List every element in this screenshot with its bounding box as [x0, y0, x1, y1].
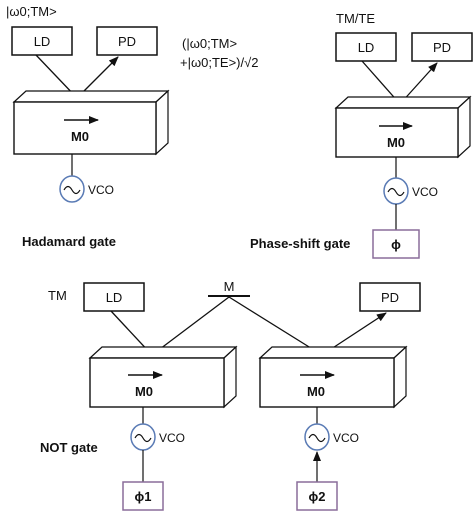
not-crystal1-top	[88, 346, 238, 359]
hadamard-output-state-line2: +|ω0;TE>)/√2	[180, 55, 258, 70]
phase-shift-crystal-side	[457, 95, 471, 159]
not-ld-label: LD	[106, 290, 123, 305]
not-magnetization-label-2: M0	[307, 384, 325, 399]
not-magnetization-label-1: M0	[135, 384, 153, 399]
not-pd-box	[359, 282, 421, 312]
not-vco2-label: VCO	[333, 431, 359, 445]
not-vco1-sine-icon	[134, 433, 152, 443]
phase-shift-ld-box	[335, 32, 397, 62]
not-pd-label: PD	[381, 290, 399, 305]
phase-shift-crystal-front	[335, 107, 459, 158]
not-phase-label-1: ϕ1	[135, 489, 152, 504]
hadamard-crystal-top	[12, 90, 170, 103]
hadamard-caption: Hadamard gate	[22, 234, 116, 249]
phase-shift-crystal-top	[334, 96, 472, 109]
phase-shift-phase-label: ϕ	[391, 237, 401, 252]
not-vco2-sine-icon	[308, 433, 326, 443]
not-mirror-label: M	[224, 279, 235, 294]
hadamard-crystal-side	[155, 89, 169, 156]
not-crystal2-side	[393, 345, 407, 409]
not-gate: TM LD PD M M0 M0 VCO ϕ1	[40, 279, 421, 511]
not-phase-box-2	[296, 481, 338, 511]
not-crystal2-front	[259, 357, 395, 408]
not-crystal1-front	[89, 357, 225, 408]
phase-shift-caption: Phase-shift gate	[250, 236, 350, 251]
hadamard-ld-box	[11, 26, 73, 56]
hadamard-pd-label: PD	[118, 34, 136, 49]
phase-shift-phase-box	[372, 229, 420, 259]
hadamard-output-state-line1: (|ω0;TM>	[182, 36, 237, 51]
not-phase-box-1	[122, 481, 164, 511]
hadamard-gate: |ω0;TM> LD PD (|ω0;TM> +|ω0;TE>)/√2 M0 V…	[6, 4, 258, 249]
not-vco1-label: VCO	[159, 431, 185, 445]
phase-shift-ld-label: LD	[358, 40, 375, 55]
phase-shift-gate: TM/TE LD PD M0 VCO ϕ Phase-shift gate	[250, 11, 473, 259]
not-caption: NOT gate	[40, 440, 98, 455]
hadamard-crystal-front	[13, 101, 157, 155]
phase-shift-mode-label: TM/TE	[336, 11, 375, 26]
phase-shift-vco-label: VCO	[412, 185, 438, 199]
not-ld-box	[83, 282, 145, 312]
phase-shift-pd-box	[411, 32, 473, 62]
hadamard-magnetization-label: M0	[71, 129, 89, 144]
hadamard-vco-label: VCO	[88, 183, 114, 197]
not-crystal2-top	[258, 346, 408, 359]
not-crystal1-side	[223, 345, 237, 409]
hadamard-ld-label: LD	[34, 34, 51, 49]
phase-shift-vco-sine-icon	[387, 187, 405, 197]
hadamard-input-state: |ω0;TM>	[6, 4, 57, 19]
hadamard-pd-box	[96, 26, 158, 56]
not-beam-mirror-to-crystal2	[228, 296, 323, 356]
hadamard-vco-sine-icon	[63, 185, 81, 195]
not-input-mode: TM	[48, 288, 67, 303]
not-beam-crystal1-to-mirror	[151, 296, 230, 356]
not-phase-label-2: ϕ2	[309, 489, 326, 504]
phase-shift-pd-label: PD	[433, 40, 451, 55]
phase-shift-magnetization-label: M0	[387, 135, 405, 150]
